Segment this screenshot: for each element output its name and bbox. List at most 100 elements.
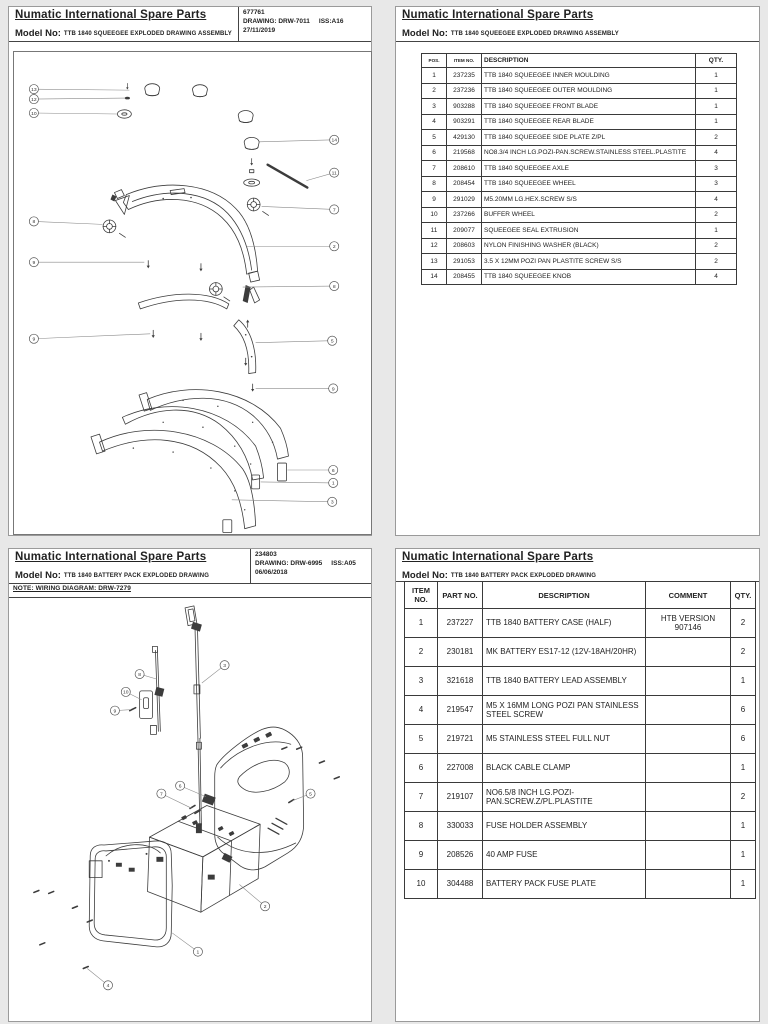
table-cell: 237227 <box>437 608 483 638</box>
table-cell: 11 <box>421 222 447 239</box>
table-cell: NO8.3/4 INCH LG.POZI-PAN.SCREW.STAINLESS… <box>481 144 696 161</box>
table-cell: 4 <box>695 268 737 285</box>
callout-number: 10 <box>123 690 129 696</box>
table-cell: 2 <box>730 782 756 812</box>
table-cell: 208455 <box>446 268 482 285</box>
table-cell: 3 <box>404 666 438 696</box>
table-cell <box>645 811 731 841</box>
callout-circle <box>28 333 39 344</box>
callout-leader-line <box>33 333 151 340</box>
callout-number: 6 <box>332 468 335 474</box>
table-cell: 4 <box>421 113 447 130</box>
table-cell: 1 <box>730 666 756 696</box>
squeegee-parts-page: Numatic International Spare Parts Model … <box>395 6 760 536</box>
callout-number: 3 <box>331 500 334 506</box>
table-cell <box>645 840 731 870</box>
callout-number: 6 <box>179 784 182 790</box>
callout-leader-line <box>242 285 335 288</box>
callout-circle <box>329 204 340 215</box>
doc-number: 234803 <box>255 551 277 558</box>
table-cell: 1 <box>695 67 737 84</box>
sheet-header: Numatic International Spare Parts Model … <box>9 7 371 42</box>
drawing-ref: DRAWING: DRW-7011 <box>242 17 310 25</box>
table-cell: TTB 1840 SQUEEGEE WHEEL <box>481 175 696 192</box>
callout-number: 5 <box>331 339 334 345</box>
table-cell: 903291 <box>446 113 482 130</box>
table-cell <box>645 666 731 696</box>
model-no-label: Model No: <box>15 28 61 39</box>
table-cell: TTB 1840 SQUEEGEE KNOB <box>481 268 696 285</box>
table-cell: 3 <box>695 175 737 192</box>
drawing-date: 27/11/2019 <box>242 26 276 34</box>
callout-leader-line <box>231 499 333 503</box>
table-cell: HTB VERSION 907146 <box>645 608 731 638</box>
callout-circle <box>260 901 270 912</box>
drawing-date: 06/06/2018 <box>255 568 288 576</box>
table-cell: NO6.5/8 INCH LG.POZI-PAN.SCREW.Z/PL.PLAS… <box>482 782 646 812</box>
sheet-header: Numatic International Spare Parts Model … <box>9 549 371 584</box>
header-left: Numatic International Spare Parts Model … <box>9 549 250 583</box>
table-cell: TTB 1840 SQUEEGEE REAR BLADE <box>481 113 696 130</box>
callout-circle <box>28 108 39 118</box>
table-cell: 8 <box>421 175 447 192</box>
table-cell: 208526 <box>437 840 483 870</box>
callout-circle <box>193 946 203 957</box>
callout-number: 1 <box>197 949 200 955</box>
table-cell: TTB 1840 SQUEEGEE INNER MOULDING <box>481 67 696 84</box>
table-cell: NYLON FINISHING WASHER (BLACK) <box>481 237 696 254</box>
table-cell: 219568 <box>446 144 482 161</box>
table-cell: 291053 <box>446 253 482 270</box>
callout-number: 4 <box>107 983 110 989</box>
table-cell: TTB 1840 BATTERY LEAD ASSEMBLY <box>482 666 646 696</box>
column-header: DESCRIPTION <box>482 581 646 609</box>
table-cell <box>645 637 731 667</box>
callout-leader-line <box>172 932 199 952</box>
page-title: Numatic International Spare Parts <box>402 551 594 563</box>
callout-number: 9 <box>114 708 117 714</box>
callout-leader-line <box>260 481 334 484</box>
callout-circle <box>329 281 340 291</box>
table-cell: 6 <box>730 695 756 725</box>
table-cell: 8 <box>404 811 438 841</box>
table-cell: 304488 <box>437 869 483 899</box>
callout-circle <box>28 94 39 105</box>
model-row: Model No:TTB 1840 SQUEEGEE EXPLODED DRAW… <box>402 23 753 41</box>
table-cell: 3.5 X 12MM POZI PAN PLASTITE SCREW S/S <box>481 253 696 270</box>
callout-circle <box>110 705 120 716</box>
table-cell: 3 <box>695 160 737 177</box>
table-cell: 6 <box>404 753 438 783</box>
table-cell: 237235 <box>446 67 482 84</box>
callout-circle <box>28 84 39 95</box>
callout-number: 5 <box>309 791 312 797</box>
table-cell: TTB 1840 SQUEEGEE SIDE PLATE Z/PL <box>481 129 696 146</box>
model-no-value: TTB 1840 BATTERY PACK EXPLODED DRAWING <box>450 573 597 579</box>
table-cell: 2 <box>695 129 737 146</box>
table-cell: 9 <box>404 840 438 870</box>
table-cell <box>645 753 731 783</box>
table-cell: 2 <box>404 637 438 667</box>
table-cell: TTB 1840 SQUEEGEE OUTER MOULDING <box>481 82 696 99</box>
column-header: ITEM NO. <box>446 53 482 68</box>
table-cell: 1 <box>695 82 737 99</box>
model-row: Model No:TTB 1840 SQUEEGEE EXPLODED DRAW… <box>15 23 232 41</box>
callout-leader-line <box>33 221 103 225</box>
table-cell: 10 <box>404 869 438 899</box>
table-cell: 227008 <box>437 753 483 783</box>
